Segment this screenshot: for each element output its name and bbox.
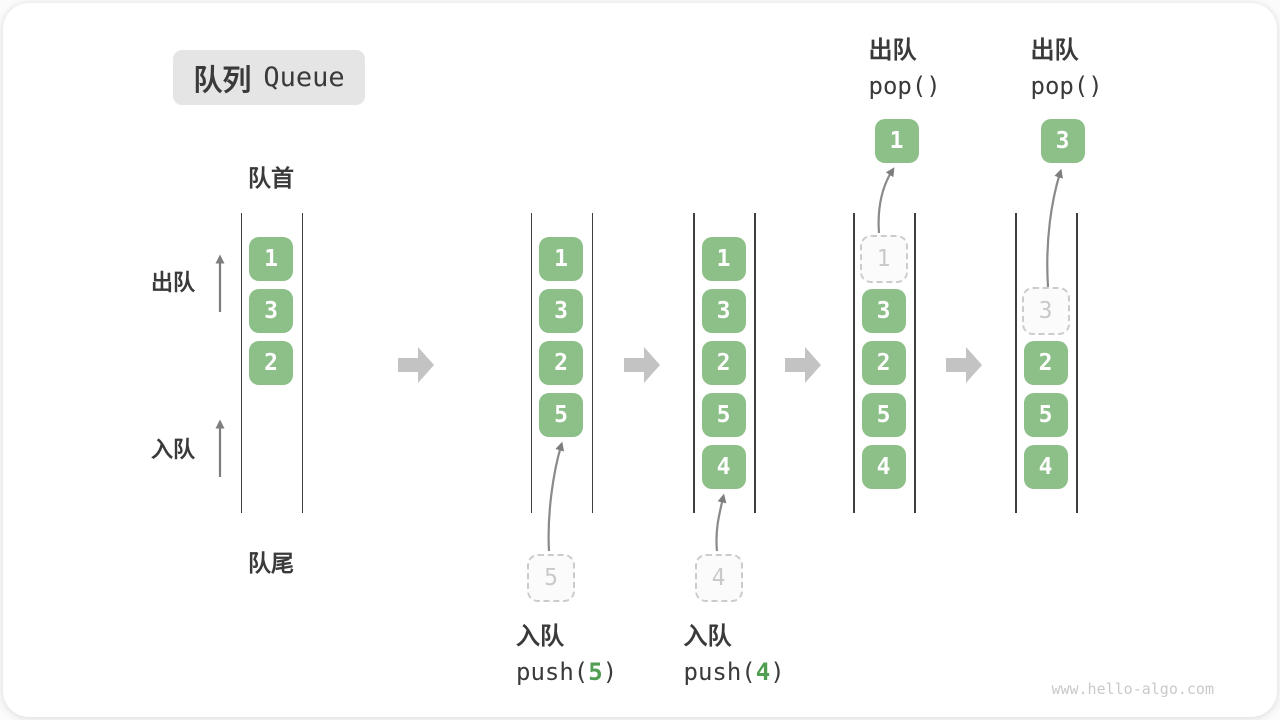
queue-cell: 2	[701, 341, 746, 385]
queue-cell: 2	[1023, 341, 1068, 385]
queue-cell: 3	[249, 289, 293, 333]
popped-cell: 3	[1040, 119, 1085, 163]
op-label-zh: 出队	[868, 37, 917, 64]
op-code-arg: 4	[755, 658, 771, 686]
queue-cell: 1	[249, 237, 293, 281]
pop-arrow-icon	[1046, 168, 1063, 288]
queue-cell: 4	[701, 445, 746, 489]
transition-arrow-icon	[785, 347, 821, 383]
queue-cell: 5	[539, 393, 583, 437]
queue-cell: 3	[861, 289, 906, 333]
op-label-code: push(5)	[516, 654, 617, 690]
arrows-layer	[215, 167, 1063, 552]
queue-cell: 4	[1023, 445, 1068, 489]
push-op-label: 入队 push(5)	[516, 619, 617, 690]
queue-wall-right	[301, 213, 303, 513]
title-en: Queue	[263, 62, 345, 93]
op-code-after: )	[602, 658, 618, 686]
queue-cell: 2	[861, 341, 906, 385]
watermark: www.hello-algo.com	[1051, 680, 1214, 698]
label-queue-front: 队首	[248, 165, 294, 191]
op-code-after: )	[770, 658, 785, 686]
op-label-code: pop()	[868, 72, 941, 100]
transition-arrow-icon	[946, 347, 982, 383]
op-code-arg: 5	[588, 658, 603, 686]
op-code-before: push(	[516, 658, 589, 686]
label-enqueue: 入队	[151, 437, 196, 462]
queue-cell: 2	[539, 341, 583, 385]
queue-wall-right	[591, 213, 593, 513]
popped-cell: 1	[874, 119, 919, 163]
pop-arrow-icon	[877, 167, 895, 234]
queue-wall-left	[693, 213, 695, 513]
queue-cell: 3	[539, 289, 583, 333]
queue-wall-left	[1015, 213, 1017, 513]
title-box: 队列 Queue	[173, 50, 365, 105]
transition-arrow-icon	[624, 347, 660, 383]
op-code-before: push(	[683, 658, 756, 686]
op-label-code: pop()	[1030, 72, 1103, 100]
queue-wall-left	[240, 213, 242, 513]
push-arrow-icon	[715, 493, 727, 552]
queue-cell: 5	[861, 393, 906, 437]
queue-cell: 4	[861, 445, 906, 489]
queue-wall-right	[914, 213, 916, 513]
ghost-cell: 4	[694, 554, 743, 602]
op-label-code: push(4)	[684, 654, 785, 690]
title-zh: 队列	[193, 64, 252, 97]
pop-op-label: 出队 pop()	[869, 33, 941, 104]
queue-wall-left	[530, 213, 532, 513]
queue-cell: 3	[701, 289, 746, 333]
push-op-label: 入队 push(4)	[684, 619, 785, 690]
transition-arrow-icon	[398, 347, 434, 383]
queue-wall-left	[853, 213, 855, 513]
queue-cell: 1	[539, 237, 583, 281]
ghost-cell: 1	[859, 235, 908, 283]
queue-cell: 2	[249, 341, 293, 385]
op-label-zh: 入队	[683, 623, 732, 650]
queue-cell: 1	[701, 237, 746, 281]
queue-cell: 5	[701, 393, 746, 437]
ghost-cell: 3	[1021, 287, 1070, 335]
queue-wall-right	[754, 213, 756, 513]
push-arrow-icon	[547, 441, 565, 552]
op-label-zh: 入队	[516, 623, 564, 650]
label-dequeue: 出队	[151, 270, 196, 295]
ghost-cell: 5	[527, 554, 575, 602]
pop-op-label: 出队 pop()	[1031, 33, 1103, 104]
queue-cell: 5	[1023, 393, 1068, 437]
label-queue-rear: 队尾	[248, 550, 294, 576]
op-label-zh: 出队	[1030, 37, 1079, 64]
queue-wall-right	[1076, 213, 1078, 513]
